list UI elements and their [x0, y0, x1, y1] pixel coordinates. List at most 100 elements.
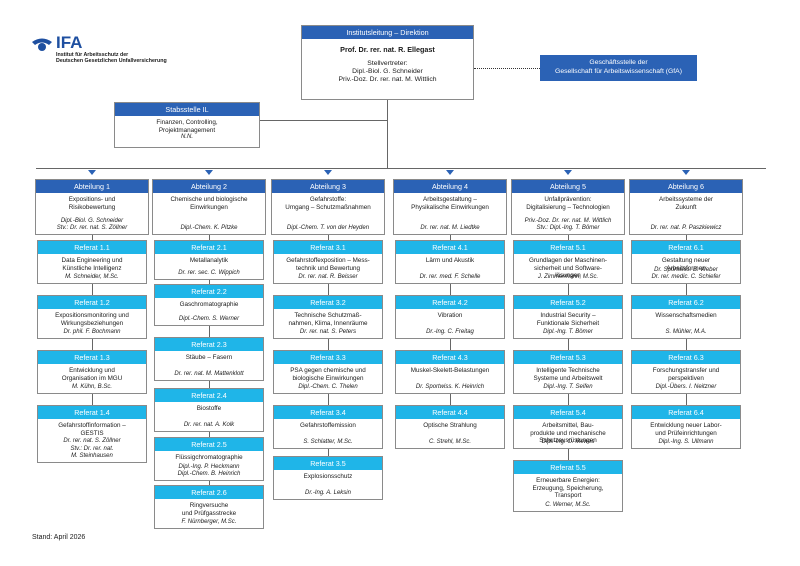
referat-title-line: lösungen [555, 272, 581, 280]
referat-6-1-header: Referat 6.1 [632, 241, 740, 254]
referat-title-line: Funktionale Sicherheit [536, 319, 600, 327]
referat-title-line: Systeme und Arbeitswelt [533, 374, 603, 382]
referat-head-line: Dipl.-Übers. I. Neitzner [655, 383, 717, 390]
referat-3-5-header: Referat 3.5 [274, 457, 382, 470]
referat-head-line: Dr.-Ing. A. Leksin [305, 489, 351, 496]
department-3-title: Gefahrstoffe:Umgang – Schutzmaßnahmen [272, 193, 384, 211]
department-5-title-line: Unfallprävention: [544, 196, 592, 203]
department-3-head: Dipl.-Chem. T. von der Heyden [272, 225, 384, 232]
referat-5-5-head: C. Werner, M.Sc. [514, 502, 622, 509]
stab-connector [260, 120, 387, 121]
referat-2-4-title: Biostoffe [155, 402, 263, 413]
referat-4-3-header: Referat 4.3 [396, 351, 504, 364]
department-5-title-line: Digitalisierung – Technologien [526, 203, 610, 211]
department-2-arrow [205, 170, 213, 175]
referat-head-line: Dr. rer. medic. C. Schiefer [651, 273, 721, 280]
referat-title-line: Industrial Security – [540, 312, 596, 319]
referat-title-line: Künstliche Intelligenz [62, 264, 122, 272]
department-1-arrow [88, 170, 96, 175]
referat-title-line: Intelligente Technische [536, 367, 600, 374]
referat-title-line: Muskel-Skelett-Belastungen [410, 367, 490, 374]
referat-title-line: und Prüfeinrichtungen [655, 429, 717, 437]
referat-3-2-header: Referat 3.2 [274, 296, 382, 309]
direktion-head: Prof. Dr. rer. nat. R. Ellegast [340, 45, 435, 54]
department-6-arrow [682, 170, 690, 175]
referat-5-2-title: Industrial Security –Funktionale Sicherh… [514, 309, 622, 327]
ifa-logo-icon [32, 38, 52, 51]
referat-4-4-title: Optische Strahlung [396, 419, 504, 430]
referat-title-line: Organisation im MGU [61, 374, 123, 382]
department-4-title-line: Physikalische Einwirkungen [411, 203, 489, 211]
referat-2-1-head: Dr. rer. sec. C. Wippich [155, 270, 263, 277]
referat-2-2-head: Dipl.-Chem. S. Werner [155, 316, 263, 323]
referat-4-3-head: Dr. Sportwiss. K. Heinrich [396, 384, 504, 391]
department-5-head-line: Stv.: Dipl.-Ing. T. Bömer [536, 224, 600, 231]
referat-title-line: Wissenschaftsmedien [655, 312, 717, 319]
referat-title-line: Biostoffe [196, 405, 222, 412]
referat-title-line: GESTIS [80, 429, 104, 437]
referat-title-line: Erneuerbare Energien: [536, 477, 600, 484]
referat-title-line: Arbeitsformen [666, 264, 706, 272]
referat-6-4-title: Entwicklung neuer Labor-und Prüfeinricht… [632, 419, 740, 437]
direktion-header: Institutsleitung – Direktion [302, 26, 473, 39]
referat-title-line: Gaschromatographie [179, 301, 239, 308]
logo-text: IFA [56, 33, 83, 52]
referat-2-1-header: Referat 2.1 [155, 241, 263, 254]
referat-5-3-head: Dipl.-Ing. T. Seifen [514, 384, 622, 391]
referat-1-3-header: Referat 1.3 [38, 351, 146, 364]
department-6-title-line: Arbeitssysteme der [659, 196, 713, 203]
department-1-title-line: Risikobewertung [68, 203, 116, 211]
referat-2-3-header: Referat 2.3 [155, 338, 263, 351]
department-2-head-line: Dipl.-Chem. K. Pitzke [180, 224, 238, 231]
referat-head-line: Dipl.-Ing. P. Heckmann [178, 463, 240, 470]
referat-title-line: sicherheit und Software- [534, 264, 602, 272]
department-5-spine [568, 235, 569, 460]
referat-head-line: Dr. rer. med. F. Schelle [419, 273, 481, 280]
referat-6-2-head: S. Mühler, M.A. [632, 329, 740, 336]
referat-3-4-title: Gefahrstoffemission [274, 419, 382, 430]
department-2-title-line: Chemische und biologische [170, 196, 248, 203]
department-3-title-line: Umgang – Schutzmaßnahmen [285, 203, 371, 211]
referat-title-line: biologische Einwirkungen [292, 374, 364, 382]
referat-3-4-head: S. Schlatter, M.Sc. [274, 439, 382, 446]
referat-3-2-head: Dr. rer. nat. S. Peters [274, 329, 382, 336]
referat-5-1-header: Referat 5.1 [514, 241, 622, 254]
referat-head-line: Dipl.-Chem. C. Thelen [298, 383, 358, 390]
referat-2-5-header: Referat 2.5 [155, 438, 263, 451]
referat-title-line: technik und Bewertung [295, 264, 361, 272]
referat-1-3-head: M. Kühn, B.Sc. [38, 384, 146, 391]
referat-6-4-head: Dipl.-Ing. S. Ullmann [632, 439, 740, 446]
referat-3-5-head: Dr.-Ing. A. Leksin [274, 490, 382, 497]
department-5-arrow [564, 170, 572, 175]
referat-3-1-title: Gefahrstoffexposition – Mess-technik und… [274, 254, 382, 272]
referat-5-4-head: Dipl.-Ing. O. Mewes [514, 439, 622, 446]
referat-head-line: J. Zimmermann, M.Sc. [537, 273, 599, 280]
referat-4-4-head: C. Strehl, M.Sc. [396, 439, 504, 446]
referat-head-line: F. Nürnberger, M.Sc. [181, 518, 237, 525]
department-6-head: Dr. rer. nat. P. Paszkiewicz [630, 225, 742, 232]
referat-head-line: S. Mühler, M.A. [665, 328, 707, 335]
department-1-head-line: Stv.: Dr. rer. nat. S. Zöllner [56, 224, 128, 231]
referat-head-line: Dr. rer. nat. M. Mattenklott [174, 370, 244, 377]
referat-4-2-header: Referat 4.2 [396, 296, 504, 309]
gfa-line-1: Geschäftsstelle der [589, 59, 648, 66]
referat-1-4-header: Referat 1.4 [38, 406, 146, 419]
referat-3-2-title: Technische Schutzmaß-nahmen, Klima, Inne… [274, 309, 382, 327]
